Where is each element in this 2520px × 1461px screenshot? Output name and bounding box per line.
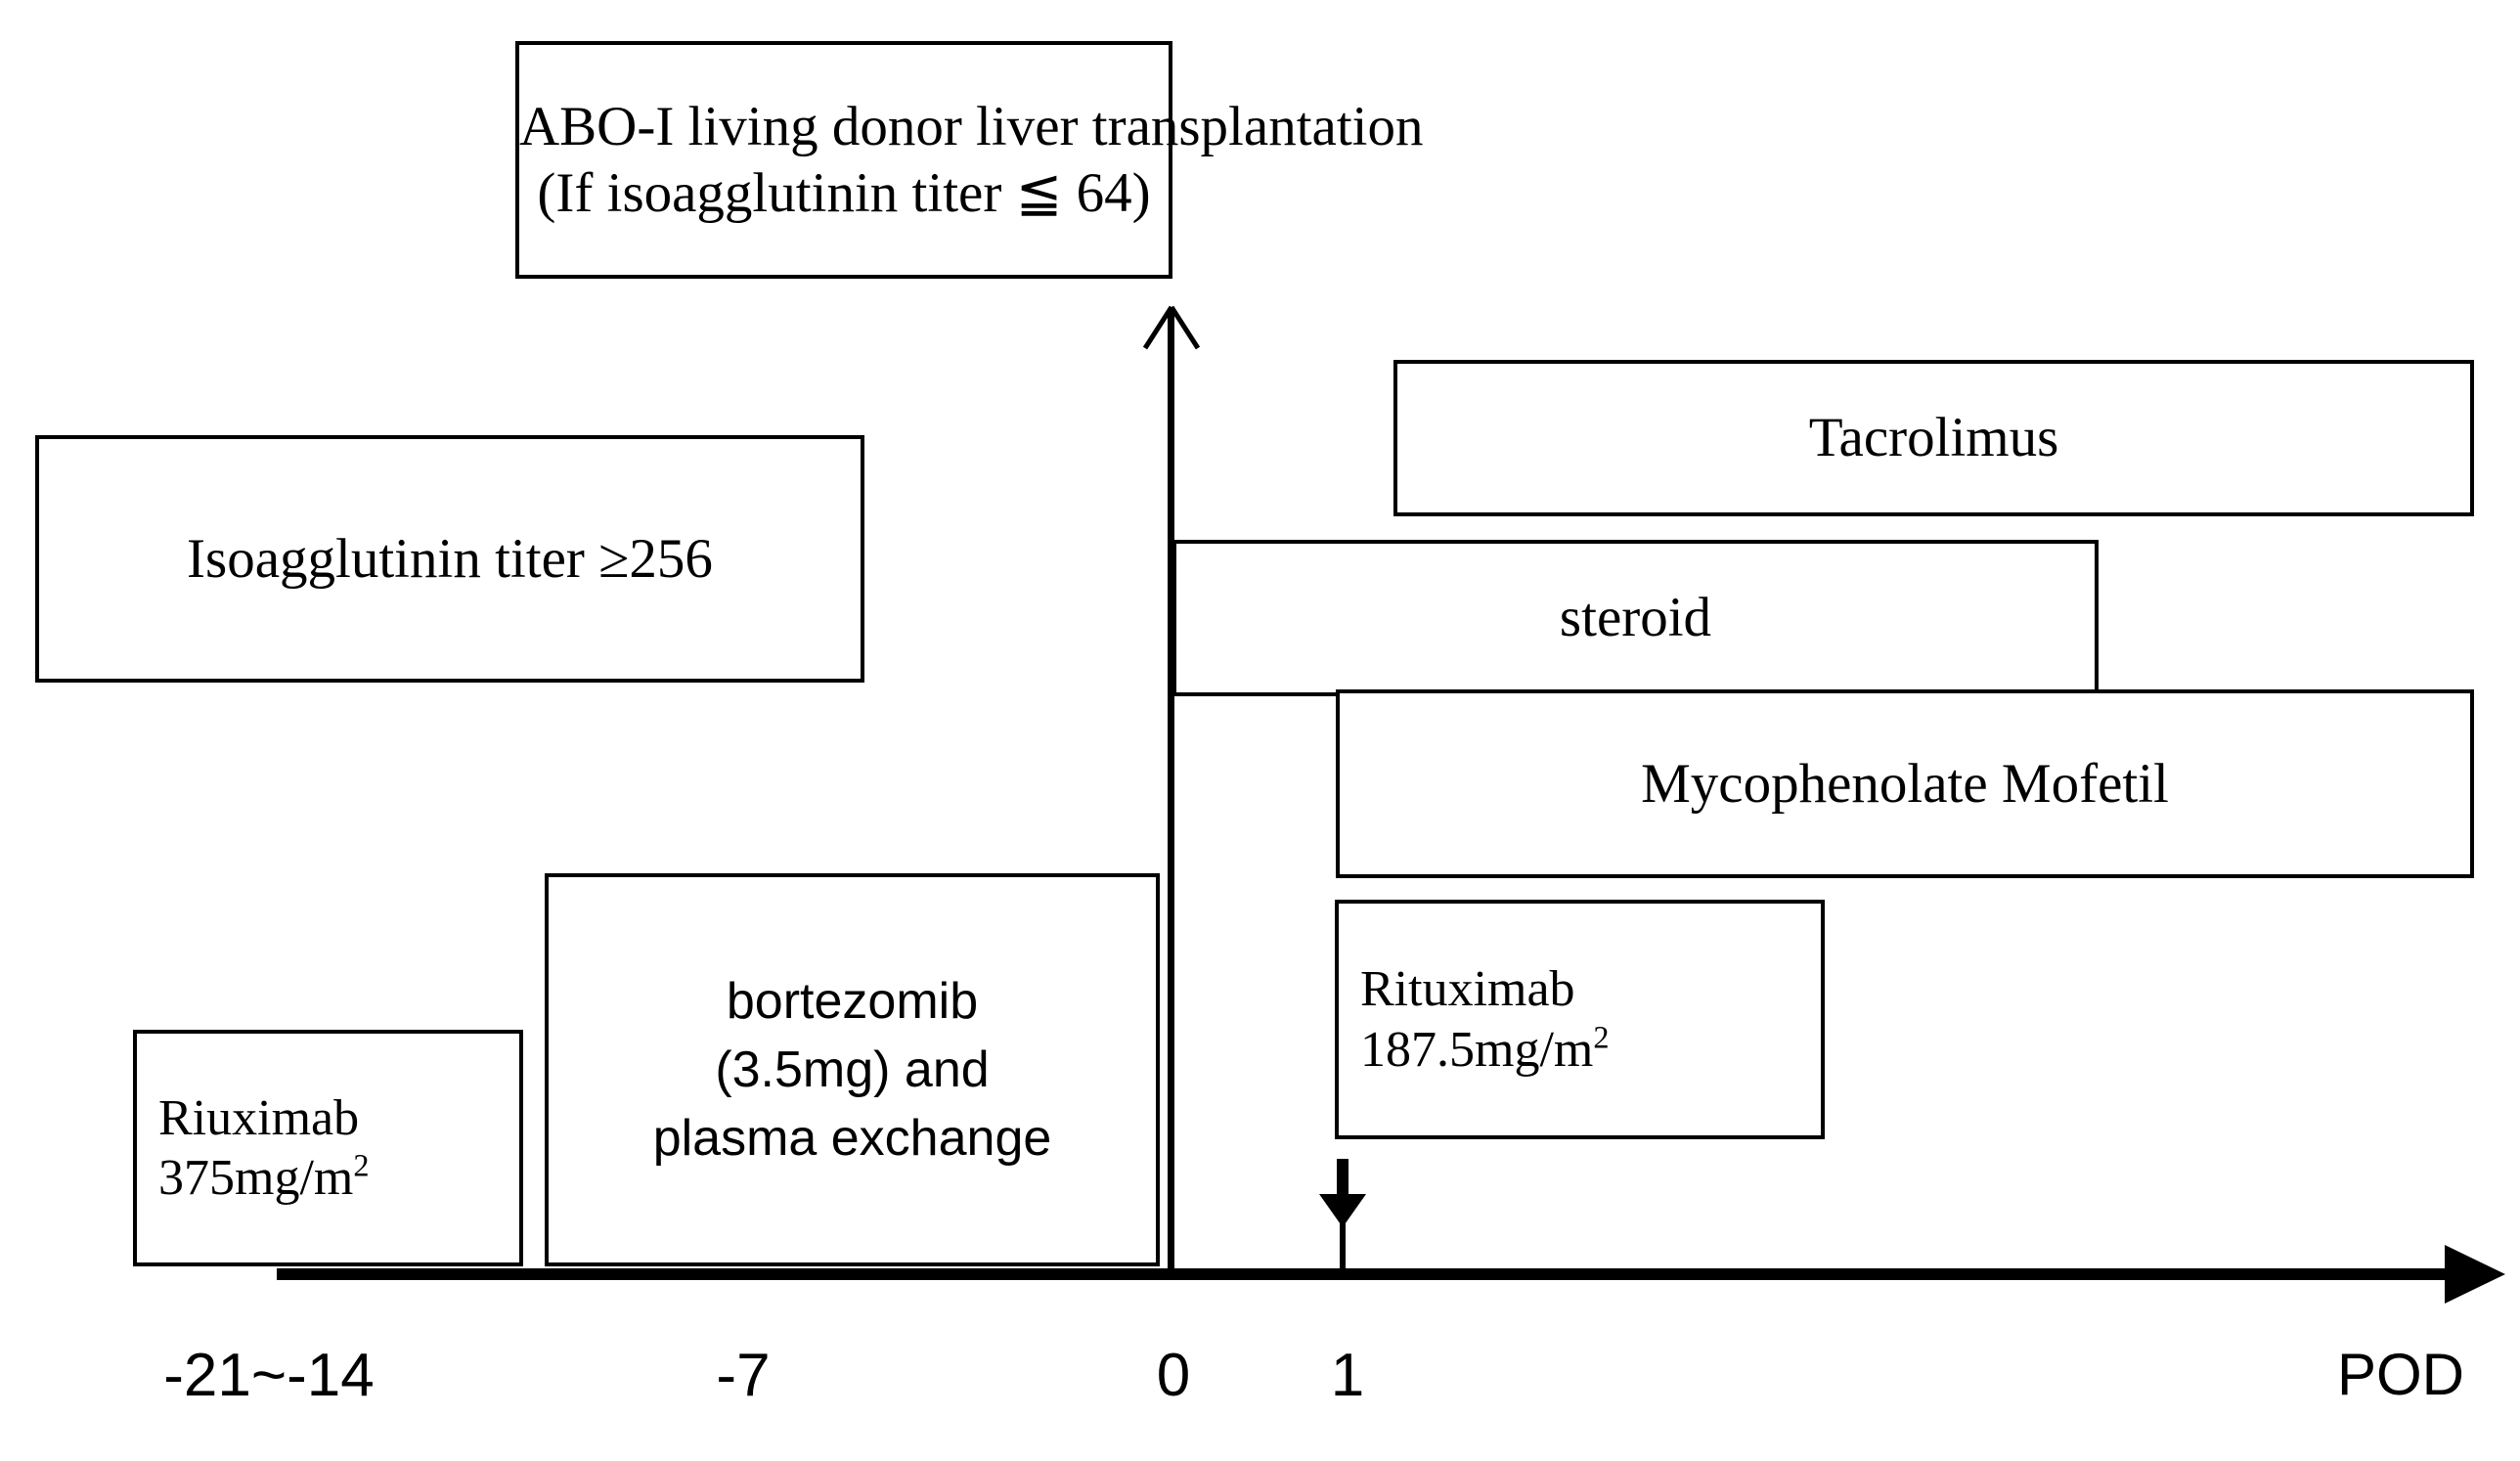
riuximab-pre-dose-value: 375mg/m [158,1150,354,1206]
tick-mark-day-minus-7 [740,1268,746,1271]
bortezomib-line-3: plasma exchange [652,1110,1052,1168]
box-tacrolimus: Tacrolimus [1393,360,2474,516]
rituximab-post-dose: 187.5mg/m2 [1360,1020,1821,1080]
titer-line-1: Isoagglutinin titer ≥256 [187,527,713,590]
axis-label-day-minus-7: -7 [716,1342,771,1409]
mycophenolate-label: Mycophenolate Mofetil [1641,752,2169,815]
box-transplantation: ABO-I living donor liver transplantation… [515,41,1424,279]
transplant-axis-arrowhead-icon [1141,305,1202,350]
timeline-axis-arrowhead-icon [2445,1245,2505,1304]
box-bortezomib-plasma-exchange: bortezomib (3.5mg) and plasma exchange [545,873,1160,1266]
rituximab-post-dose-value: 187.5mg/m [1360,1021,1594,1078]
box-steroid: steroid [1172,540,2099,696]
axis-label-pre-transplant: -21~-14 [163,1342,375,1409]
bortezomib-line-1: bortezomib [726,972,979,1030]
box-riuximab-pre: Riuximab 375mg/m2 [133,1030,523,1266]
bortezomib-line-2: (3.5mg) and [715,1040,990,1098]
box-mycophenolate-mofetil: Mycophenolate Mofetil [1336,689,2474,878]
axis-label-day-0: 0 [1156,1342,1191,1409]
transplant-line-1: ABO-I living donor liver transplantation [519,96,1424,158]
tacrolimus-label: Tacrolimus [1808,407,2059,469]
transplant-axis-vertical [1168,309,1174,1277]
box-rituximab-post: Rituximab 187.5mg/m2 [1335,900,1825,1139]
rituximab-post-name: Rituximab [1360,961,1575,1018]
box-isoagglutinin-titer: Isoagglutinin titer ≥256 [35,435,864,683]
rituximab-post-dose-exponent: 2 [1593,1019,1610,1055]
tick-mark-pod-1 [1340,1216,1346,1272]
down-arrow-icon-pod-1 [1315,1159,1370,1229]
riuximab-pre-name: Riuximab [158,1089,360,1146]
riuximab-pre-dose-exponent: 2 [353,1147,370,1183]
axis-label-day-1: 1 [1330,1342,1365,1409]
transplant-line-2: (If isoagglutinin titer ≦ 64) [537,161,1151,224]
axis-label-pod: POD [2336,1342,2465,1407]
steroid-label: steroid [1559,587,1712,649]
riuximab-pre-dose: 375mg/m2 [158,1148,519,1208]
timeline-axis-horizontal [277,1268,2459,1280]
